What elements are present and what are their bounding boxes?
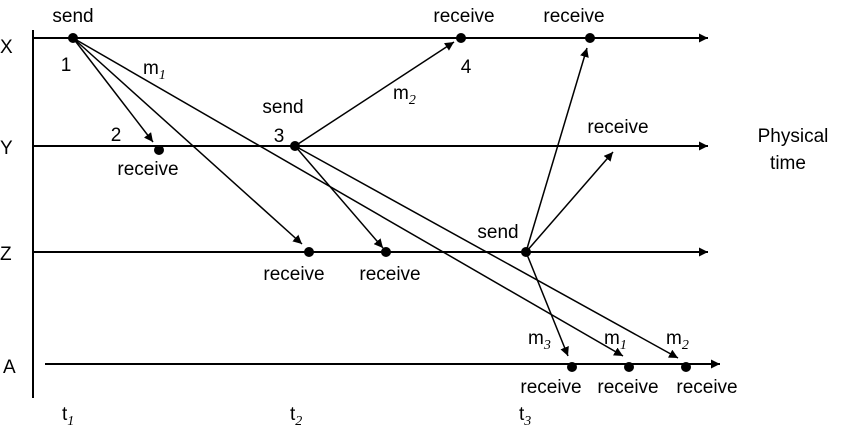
- event-dot-a-receive-1: [567, 362, 577, 372]
- message-arrow-z-to-a-m3: [525, 251, 569, 357]
- event-dot-a-receive-3: [681, 362, 691, 372]
- event-label-y-send: send: [262, 97, 303, 118]
- event-dot-z-send: [521, 247, 531, 257]
- time-mark-t1: t1: [62, 404, 74, 429]
- event-label-a-receive-3: receive: [676, 377, 737, 398]
- message-arrow-x-to-z: [72, 37, 303, 245]
- message-arrow-z-to-x: [525, 47, 589, 253]
- event-number-4: 4: [461, 57, 472, 78]
- event-dot-z-receive-1: [304, 247, 314, 257]
- event-number-1: 1: [61, 55, 72, 76]
- event-dot-x-send: [68, 33, 78, 43]
- physical-time-label-line2: time: [770, 153, 806, 174]
- event-dot-y-receive: [154, 145, 164, 155]
- message-arrow-z-to-y: [525, 151, 614, 253]
- event-dot-y-send: [290, 141, 300, 151]
- message-label-m1-top: m1: [143, 58, 166, 83]
- event-label-x-receive-m2: receive: [433, 6, 494, 27]
- event-dot-z-receive-2: [381, 247, 391, 257]
- event-label-y-receive-z: receive: [587, 117, 648, 138]
- message-arrow-x-to-y: [72, 37, 154, 143]
- event-label-y-receive: receive: [117, 159, 178, 180]
- event-number-2: 2: [111, 125, 122, 146]
- message-label-m3-a: m3: [528, 328, 551, 353]
- event-label-a-receive-2: receive: [597, 377, 658, 398]
- event-label-x-send: send: [52, 6, 93, 27]
- process-label-x: X: [0, 37, 13, 58]
- event-label-z-send: send: [477, 222, 518, 243]
- event-dot-x-receive-m2: [456, 33, 466, 43]
- event-label-z-receive-2: receive: [359, 264, 420, 285]
- event-label-z-receive-1: receive: [263, 264, 324, 285]
- process-label-a: A: [3, 357, 16, 378]
- event-dot-x-receive-z: [585, 33, 595, 43]
- message-label-m2-top: m2: [393, 83, 416, 108]
- event-number-3: 3: [274, 126, 285, 147]
- process-label-y: Y: [0, 138, 13, 159]
- event-label-x-receive-z: receive: [543, 6, 604, 27]
- message-arrow-y-to-z: [294, 145, 384, 249]
- process-label-z: Z: [0, 244, 12, 265]
- message-arrow-x-to-a-m1: [72, 37, 624, 357]
- event-dot-a-receive-2: [624, 362, 634, 372]
- message-label-m2-a: m2: [666, 328, 689, 353]
- message-arrow-y-to-x-m2: [294, 41, 455, 147]
- message-arrow-y-to-a-m2: [294, 145, 679, 359]
- physical-time-label-line1: Physical: [758, 126, 829, 147]
- message-label-m1-a: m1: [604, 328, 627, 353]
- time-mark-t2: t2: [290, 404, 302, 429]
- event-label-a-receive-1: receive: [520, 377, 581, 398]
- time-mark-t3: t3: [519, 404, 531, 429]
